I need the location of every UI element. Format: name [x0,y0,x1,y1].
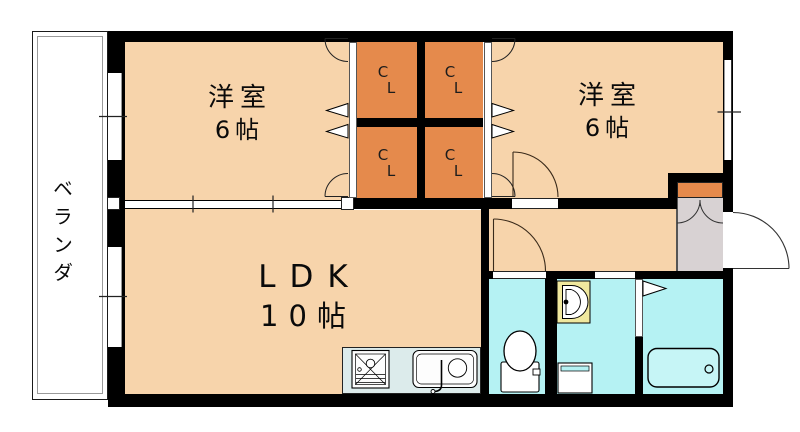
wall-hall-bottom-a [481,271,493,279]
bedroom-left [125,42,349,210]
closet-label: C [444,63,456,81]
entry-door-swing-icon [732,211,790,270]
entry-door-gap [723,212,733,268]
entrance-step-line [676,198,678,271]
bedroom-right-door-gap [512,198,558,209]
veranda-inner-border [37,36,103,394]
wall-divider-2 [558,198,677,209]
window [108,247,122,347]
ldk-label: LDK 10帖 [125,259,481,333]
room-name: 洋室 [207,83,272,113]
window [108,73,122,160]
sliding-partition [125,200,347,209]
wall-ldk-right [481,198,489,394]
washroom [557,279,635,394]
closet-cell: C L [425,127,483,198]
wall-hall-bottom-b [546,271,595,279]
toilet-room [489,279,545,394]
closet-label: L [453,79,463,97]
bath-door [635,279,643,337]
room-size: 6帖 [214,115,265,144]
toilet-door-gap [493,271,546,279]
room-size: 6帖 [584,113,635,142]
washroom-door-gap [595,271,635,279]
wall-divider-1 [347,198,512,209]
wall-top [108,31,733,42]
closet-cell: C L [425,42,483,118]
closet-cell: C L [357,42,417,118]
closet-label: L [386,161,396,180]
bedroom-right-label: 洋室 6帖 [491,81,723,142]
closet-label: L [453,161,463,180]
room-name: 洋室 [577,81,642,111]
veranda-label: ベランダ [49,178,74,290]
wall-bottom [108,394,733,407]
shoe-cabinet [677,182,723,198]
closet-cell: C L [357,127,417,198]
closet-label: C [377,63,389,81]
wall-hall-bottom-c [635,271,733,279]
room-name: LDK [258,259,362,295]
kitchen-counter [342,347,481,394]
entrance [677,198,723,271]
closet-door-panel-right [483,42,492,198]
wall-toilet-washroom [545,279,557,394]
wall-bath-lower [635,337,643,394]
closet-label: L [386,79,396,97]
partition-junction [107,197,120,210]
wall-entrance-top-h [668,173,733,182]
closet-mid-wall-v [417,42,425,198]
veranda [32,31,108,400]
closet-door-panel-left [348,42,357,198]
closet-label: C [377,145,389,164]
window [723,60,732,160]
closet-label: C [444,145,456,164]
bathroom [643,279,723,394]
bedroom-left-label: 洋室 6帖 [125,83,349,144]
room-size: 10帖 [260,298,356,333]
wall-entrance-top-v [668,173,677,199]
partition-junction [341,197,354,210]
